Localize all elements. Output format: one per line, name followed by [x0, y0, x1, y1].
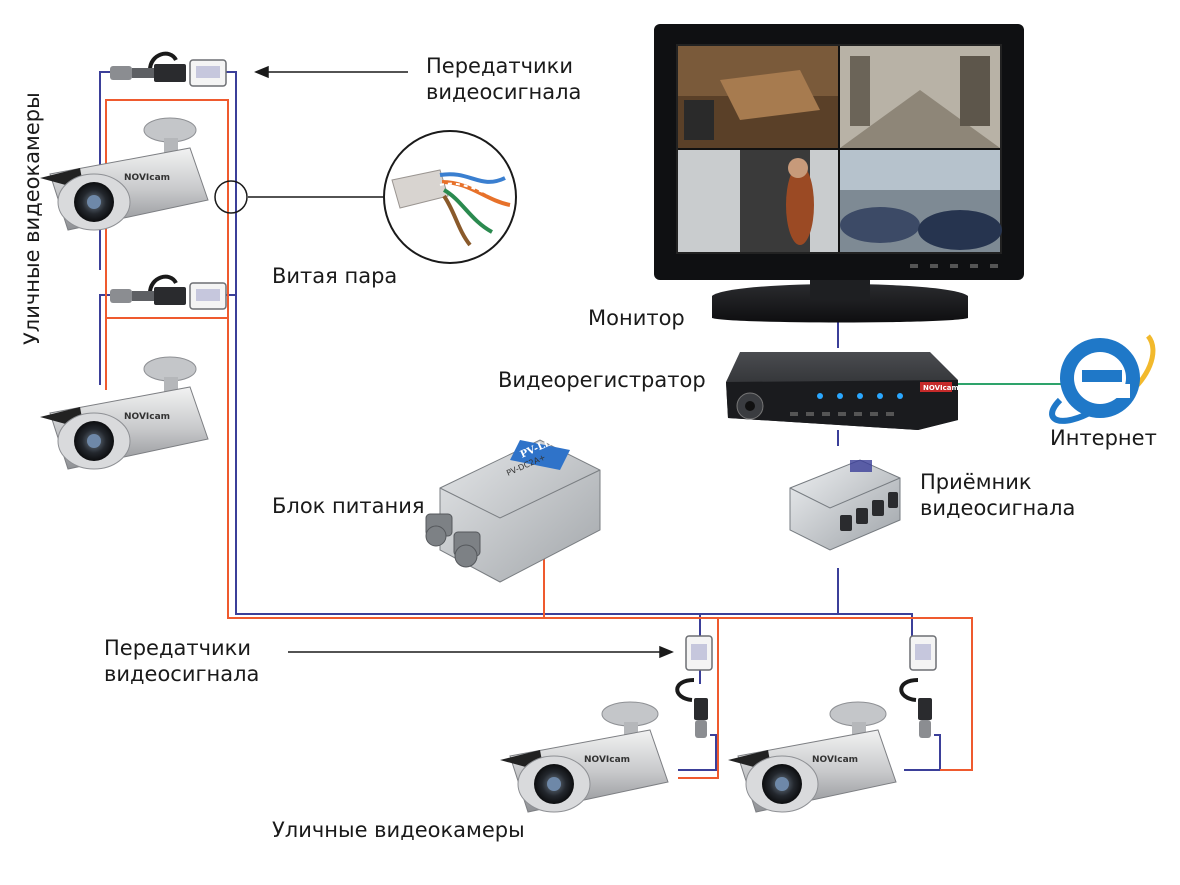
monitor-icon	[654, 24, 1024, 323]
camera-brand: NOVIcam	[124, 173, 170, 183]
monitor-screen	[678, 46, 1002, 252]
label-dvr: Видеорегистратор	[498, 368, 706, 392]
camera-icon: NOVIcam	[40, 356, 209, 470]
label-receiver-line2: видеосигнала	[920, 496, 1076, 520]
dvr-icon: NOVIcam	[726, 352, 959, 430]
camera-brand: NOVIcam	[124, 412, 170, 422]
label-transmitters-top-line1: Передатчики	[426, 54, 573, 78]
twisted-pair-cable-icon	[383, 130, 517, 264]
label-transmitters-top-line2: видеосигнала	[426, 80, 582, 104]
label-twisted-pair: Витая пара	[272, 264, 398, 288]
power-supply-icon: PV-Link PV-DC2A+	[425, 432, 601, 583]
label-street-cameras-vertical: Уличные видеокамеры	[20, 92, 44, 345]
label-internet: Интернет	[1050, 426, 1157, 450]
camera-brand: NOVIcam	[812, 755, 858, 765]
label-power-supply: Блок питания	[272, 494, 425, 518]
internet-explorer-logo-icon	[1049, 334, 1156, 424]
label-receiver-line1: Приёмник	[920, 470, 1032, 494]
camera-icon: NOVIcam	[728, 701, 897, 813]
transmitter-icon	[675, 635, 713, 738]
label-monitor: Монитор	[588, 306, 685, 330]
label-transmitters-bottom-line1: Передатчики	[104, 636, 251, 660]
label-street-cameras-bottom: Уличные видеокамеры	[272, 818, 525, 842]
transmitter-icon	[110, 51, 227, 87]
camera-icon: NOVIcam	[40, 117, 209, 231]
camera-brand: NOVIcam	[584, 755, 630, 765]
camera-icon: NOVIcam	[500, 701, 669, 813]
label-transmitters-bottom-line2: видеосигнала	[104, 662, 260, 686]
receiver-icon	[789, 459, 901, 551]
transmitter-icon	[110, 274, 227, 310]
wiring	[99, 65, 1068, 779]
transmitter-icon	[899, 635, 937, 738]
dvr-brand: NOVIcam	[923, 384, 959, 392]
